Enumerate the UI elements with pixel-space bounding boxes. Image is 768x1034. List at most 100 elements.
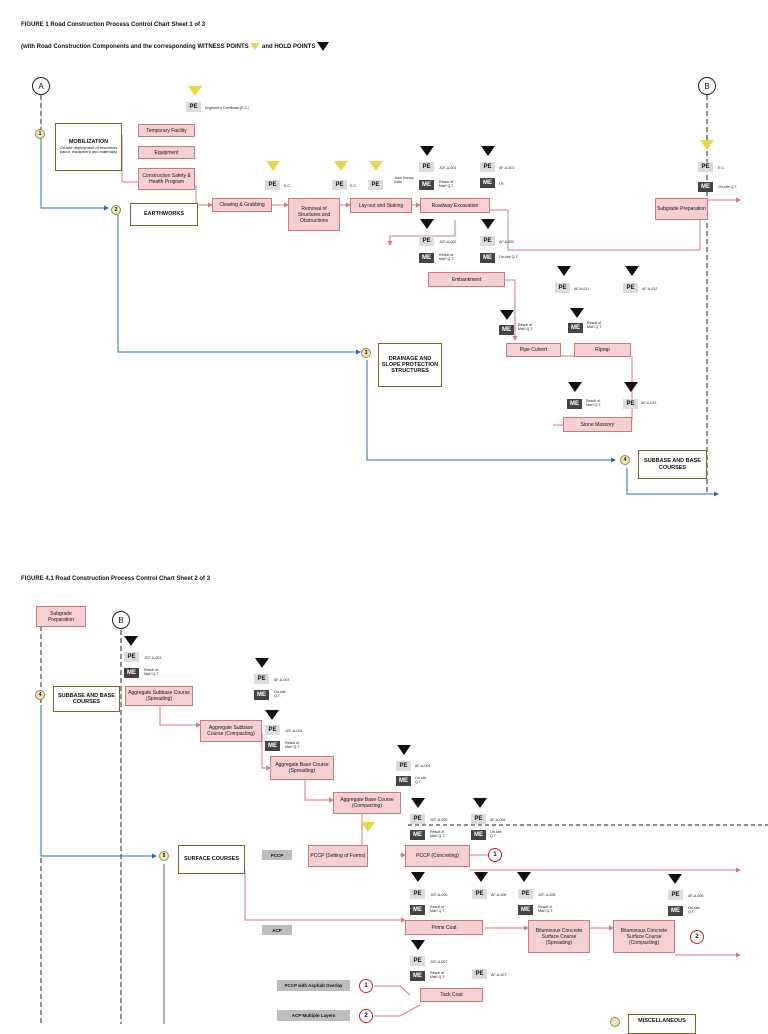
onsite-qt-note: On-site Q.T.	[688, 906, 700, 915]
pe-tag: PE	[254, 674, 269, 684]
hp-marker	[473, 798, 487, 808]
stone-masonry-box[interactable]: Stone Masonry	[563, 417, 632, 432]
mat-result-note: Result of Mat'l Q.T.	[538, 905, 554, 914]
step-1-badge: 1	[35, 129, 45, 139]
pe-tag: PE	[265, 725, 280, 735]
roadway-excavation-box[interactable]: Roadway Excavation	[420, 198, 490, 213]
agg-base-spread-box[interactable]: Aggregate Base Course (Spreading)	[270, 756, 334, 780]
wp-marker	[700, 140, 714, 150]
hp-marker	[568, 382, 582, 392]
me-tag: ME	[668, 906, 683, 916]
me-tag: ME	[419, 180, 434, 190]
pe-tag: PE	[623, 399, 638, 409]
mat-result-note: Result of Mat'l Q.T.	[586, 399, 602, 408]
connector-b: B	[698, 77, 716, 95]
af-a006-note: AF-A-006	[491, 893, 507, 897]
equipment-box[interactable]: Equipment	[138, 146, 195, 159]
step-4-badge: 4	[620, 455, 630, 465]
me-tag: ME	[480, 178, 495, 188]
af-a003-note: AF-A-003	[274, 678, 290, 682]
connector-b: B	[112, 611, 130, 629]
pe-tag: PE	[419, 236, 434, 246]
subgrade-preparation-box[interactable]: Subgrade Preparation	[36, 606, 86, 627]
joint-survey-note: Joint Survey Data	[394, 176, 414, 185]
acp-multiple-layers-label: ACP Multiple Layers	[277, 1010, 350, 1021]
me-tag: ME	[396, 776, 411, 786]
me-tag: ME	[698, 182, 713, 192]
mobilization-box[interactable]: MOBILIZATION On-site deployment of resou…	[55, 123, 122, 171]
me-tag: ME	[567, 399, 582, 409]
connector-a: A	[32, 77, 50, 95]
clearing-grubbing-box[interactable]: Clearing & Grubbing	[212, 198, 272, 212]
mobilization-note: On-site deployment of resources (labor, …	[59, 144, 118, 155]
wp-marker	[361, 822, 375, 832]
prime-coat-box[interactable]: Prime Coat	[405, 920, 483, 935]
surface-courses-box[interactable]: SURFACE COURSES	[178, 845, 245, 874]
safety-program-box[interactable]: Construction Safety & Health Program	[138, 168, 195, 190]
hp-marker	[397, 745, 411, 755]
subgrade-preparation-box[interactable]: Subgrade Preparation	[655, 198, 708, 220]
bituminous-compact-box[interactable]: Bituminous Concrete Surface Course (Comp…	[613, 920, 675, 953]
pe-tag: PE	[124, 652, 139, 662]
mobilization-label: MOBILIZATION	[68, 139, 109, 146]
me-tag: ME	[410, 971, 425, 981]
riprap-box[interactable]: Riprap	[574, 343, 631, 357]
pe-tag: PE	[518, 889, 533, 899]
pe-tag: PE	[472, 889, 487, 899]
pe-tag: PE	[480, 162, 495, 172]
ir-note: I.R.	[499, 182, 505, 186]
wp-marker	[188, 86, 202, 96]
earthworks-box[interactable]: EARTHWORKS	[130, 203, 198, 226]
pe-tag: PE	[471, 814, 486, 824]
jcf-a004-note: JCF-A-004	[285, 729, 303, 733]
pe-tag: PE	[186, 102, 201, 112]
me-tag: ME	[471, 830, 486, 840]
subbase-base-box[interactable]: SUBBASE AND BASE COURSES	[638, 450, 707, 479]
embankment-box[interactable]: Embankment	[428, 272, 505, 287]
pe-tag: PE	[419, 162, 434, 172]
hp-marker	[517, 872, 531, 882]
hp-marker	[625, 266, 639, 276]
red-connector-1: 1	[359, 979, 373, 993]
layout-staking-box[interactable]: Lay-out and Staking	[350, 198, 412, 213]
tack-coat-box[interactable]: Tack Coat	[420, 988, 483, 1002]
jcf-a003-note: JCF-A-003	[144, 656, 162, 660]
pe-tag: PE	[265, 180, 280, 190]
onsite-qt-note: On-site Q.T.	[274, 690, 286, 699]
removal-structures-box[interactable]: Removal of Structures and Obstructions	[288, 198, 340, 231]
subbase-base-box[interactable]: SUBBASE AND BASE COURSES	[53, 686, 120, 712]
mat-result-note: Result of Mat'l Q.T.	[518, 323, 534, 332]
step-3-badge: 3	[361, 348, 371, 358]
mat-result-note: Result of Mat'l Q.T.	[430, 905, 446, 914]
mat-result-note: Result of Mat'l Q.T.	[430, 971, 446, 980]
red-connector-2: 2	[359, 1009, 373, 1023]
agg-subbase-compact-box[interactable]: Aggregate Subbase Course (Compacting)	[200, 720, 262, 742]
hp-marker	[255, 658, 269, 668]
temporary-facility-box[interactable]: Temporary Facility	[138, 124, 195, 137]
red-connector-1: 1	[488, 848, 502, 862]
pe-tag: PE	[410, 814, 425, 824]
pe-tag: PE	[410, 956, 425, 966]
pipe-culvert-box[interactable]: Pipe Culvert	[506, 343, 561, 357]
af-a013-note: AF-A-013	[641, 401, 657, 405]
mat-result-note: Result of Mat'l Q.T.	[144, 668, 160, 677]
bituminous-spread-box[interactable]: Bituminous Concrete Surface Course (Spre…	[528, 920, 590, 953]
mat-result-note: Result of Mat'l Q.T.	[587, 321, 603, 330]
jcf-a007-note: JCF-A-007	[430, 960, 448, 964]
miscellaneous-box[interactable]: MISCELLANEOUS	[628, 1014, 696, 1034]
pccp-forms-box[interactable]: PCCP (Setting of Forms)	[308, 845, 368, 867]
jcf-a006-note: JCF-A-006	[430, 893, 448, 897]
pe-tag: PE	[623, 283, 638, 293]
pccp-concreting-box[interactable]: PCCP (Concreting)	[405, 845, 470, 867]
af-a012-note: AF-A-012	[642, 287, 658, 291]
agg-subbase-spread-box[interactable]: Aggregate Subbase Course (Spreading)	[125, 686, 193, 706]
drainage-structures-box[interactable]: DRAINAGE AND SLOPE PROTECTION STRUCTURES	[378, 343, 442, 387]
mat-result-note: Result of Mat'l Q.T.	[430, 830, 446, 839]
mat-result-note: Result of Mat'l Q.T.	[439, 253, 455, 262]
hp-marker	[411, 798, 425, 808]
pe-tag: PE	[410, 889, 425, 899]
onsite-qt-note: On-site Q.T.	[490, 830, 502, 839]
agg-base-compact-box[interactable]: Aggregate Base Course (Compacting)	[333, 792, 401, 814]
af-a004-note: AF-A-004	[415, 764, 431, 768]
wp-marker	[369, 161, 383, 171]
